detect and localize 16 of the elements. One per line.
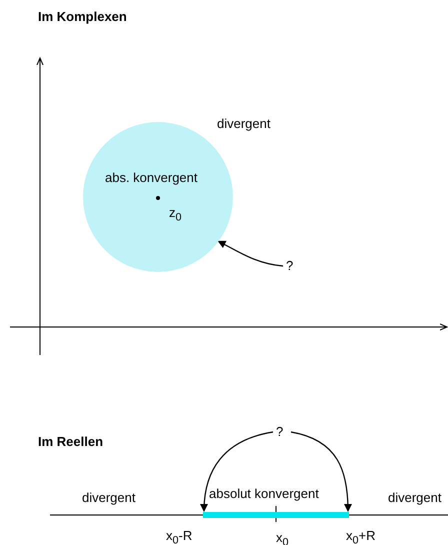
endpoint-label: x$_{0}$+R xyxy=(346,528,376,545)
point-label: z$_{0}$ xyxy=(169,205,182,226)
section-heading: Im Reellen xyxy=(38,434,104,449)
arrow xyxy=(200,431,274,512)
section-heading: Im Komplexen xyxy=(38,9,127,24)
region-label: divergent xyxy=(388,490,442,505)
region-label: abs. konvergent xyxy=(105,170,198,185)
region-label: divergent xyxy=(217,116,270,131)
question-mark: ? xyxy=(276,424,288,440)
endpoint-label: x$_{0}$-R xyxy=(166,528,192,545)
region-label: divergent xyxy=(82,490,136,505)
interval-bar xyxy=(203,512,349,518)
question-mark: ? xyxy=(286,258,298,274)
arrow xyxy=(290,431,352,512)
region-label: absolut konvergent xyxy=(209,486,319,501)
arrow xyxy=(218,240,284,267)
